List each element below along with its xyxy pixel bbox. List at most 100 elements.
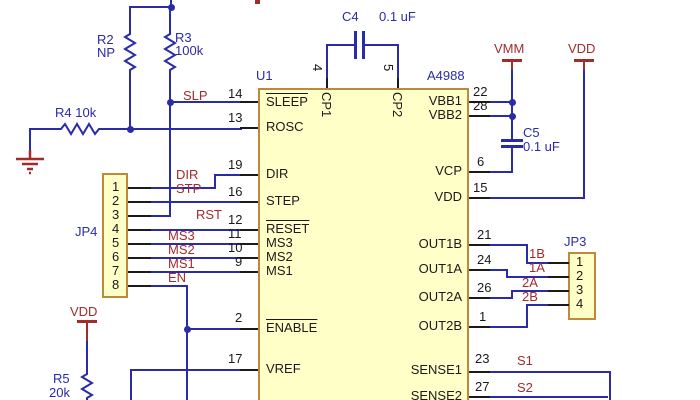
wire — [526, 304, 528, 328]
wire — [150, 229, 242, 231]
ic-pin-number: 22 — [473, 84, 488, 99]
ic-pin-name-sense1: SENSE1 — [410, 362, 462, 377]
wire — [489, 326, 528, 328]
pin-stub — [469, 297, 490, 299]
vmm-power-bar — [502, 59, 522, 62]
wire — [489, 101, 512, 103]
wire — [130, 369, 242, 371]
ic-refdes: U1 — [256, 68, 273, 83]
wire — [169, 101, 242, 103]
wire — [129, 72, 131, 130]
pin-stub — [469, 371, 490, 373]
ic-pin-number: 6 — [477, 154, 485, 169]
junction-dot — [168, 4, 175, 11]
ic-pin-number: 10 — [228, 240, 243, 255]
wire — [326, 44, 356, 46]
pin-stub — [469, 269, 490, 271]
ic-pin-name-sense2: SENSE2 — [410, 388, 462, 400]
jp4-pin-number: 1 — [112, 179, 120, 194]
clipped-power-mark — [255, 0, 260, 4]
capacitor-c4-plate — [354, 31, 357, 59]
resistor-r2-symbol — [123, 31, 137, 73]
net-label-ms2: MS2 — [168, 242, 195, 257]
net-label-s2: S2 — [517, 380, 533, 395]
jp4-refdes: JP4 — [75, 224, 98, 239]
junction-dot — [184, 326, 191, 333]
wire — [186, 328, 242, 330]
pin-stub — [240, 229, 258, 231]
ic-pin-number: 16 — [228, 184, 243, 199]
wire — [609, 371, 611, 400]
ic-pin-number: 13 — [228, 110, 243, 125]
jp4-pin-number: 8 — [112, 277, 120, 292]
power-label-vmm: VMM — [494, 41, 525, 56]
jp3-pin-number: 1 — [576, 254, 584, 269]
wire — [511, 290, 513, 299]
r3-refdes: R3 — [175, 30, 192, 45]
pin-stub — [548, 262, 569, 264]
resistor-r5-symbol — [80, 372, 94, 400]
jp4-pin-number: 4 — [112, 221, 120, 236]
net-label-1b: 1B — [529, 246, 545, 261]
connector-jp4-body — [102, 173, 128, 298]
vdd-power-bar — [77, 320, 97, 323]
r5-value: 20k — [49, 385, 70, 400]
r2-value: NP — [97, 45, 116, 60]
ic-pin-name-vdd: VDD — [434, 189, 462, 204]
junction-dot — [127, 126, 134, 133]
pin-stub — [548, 276, 569, 278]
power-label-vdd: VDD — [70, 304, 98, 319]
c4-refdes: C4 — [342, 9, 359, 24]
ic-pin-number: 4 — [310, 64, 325, 72]
wire — [489, 244, 528, 246]
ic-pin-number: 12 — [228, 212, 243, 227]
pin-stub — [397, 78, 399, 88]
ic-pin-name-dir: DIR — [266, 166, 289, 181]
vdd-power-stub — [86, 322, 88, 341]
wire — [169, 72, 171, 217]
net-label-1a: 1A — [529, 260, 545, 275]
wire — [29, 128, 31, 152]
ic-pin-name-ms1: MS1 — [266, 263, 293, 278]
net-label-2a: 2A — [522, 275, 538, 290]
junction-dot — [167, 99, 174, 106]
pin-stub — [469, 326, 490, 328]
c5-refdes: C5 — [523, 125, 540, 140]
power-label-vdd: VDD — [568, 41, 596, 56]
junction-dot — [509, 113, 516, 120]
ic-pin-name-vbb2: VBB2 — [428, 107, 462, 122]
wire — [326, 44, 328, 80]
ic-pin-number: 5 — [381, 64, 396, 72]
wire — [150, 243, 242, 245]
pin-stub — [128, 285, 151, 287]
ic-pin-number: 17 — [228, 351, 243, 366]
jp4-pin-number: 7 — [112, 263, 120, 278]
wire — [489, 115, 512, 117]
ic-pin-name-step: STEP — [266, 193, 300, 208]
c5-value: 0.1 uF — [523, 139, 560, 154]
ic-pin-name-out1b: OUT1B — [418, 236, 462, 251]
wire — [397, 44, 399, 80]
net-label-stp: STP — [176, 181, 202, 196]
pin-stub — [240, 174, 258, 176]
ic-pin-number: 15 — [473, 180, 488, 195]
pin-stub — [240, 369, 258, 371]
ic-pin-name-vbb1: VBB1 — [428, 93, 462, 108]
wire — [129, 6, 173, 8]
net-label-slp: SLP — [183, 88, 208, 103]
ic-pin-name-out2b: OUT2B — [418, 318, 462, 333]
wire — [129, 6, 131, 32]
wire — [150, 285, 188, 287]
ic-pin-number: 27 — [475, 379, 490, 394]
pin-stub — [548, 304, 569, 306]
pin-stub — [240, 328, 258, 330]
net-label-en: EN — [168, 270, 187, 285]
pin-stub — [128, 229, 151, 231]
pin-stub — [128, 257, 151, 259]
ic-pin-name-out1a: OUT1A — [418, 261, 462, 276]
pin-stub — [469, 115, 490, 117]
wire — [489, 197, 584, 199]
ic-pin-name-ms2: MS2 — [266, 249, 293, 264]
wire — [506, 276, 549, 278]
